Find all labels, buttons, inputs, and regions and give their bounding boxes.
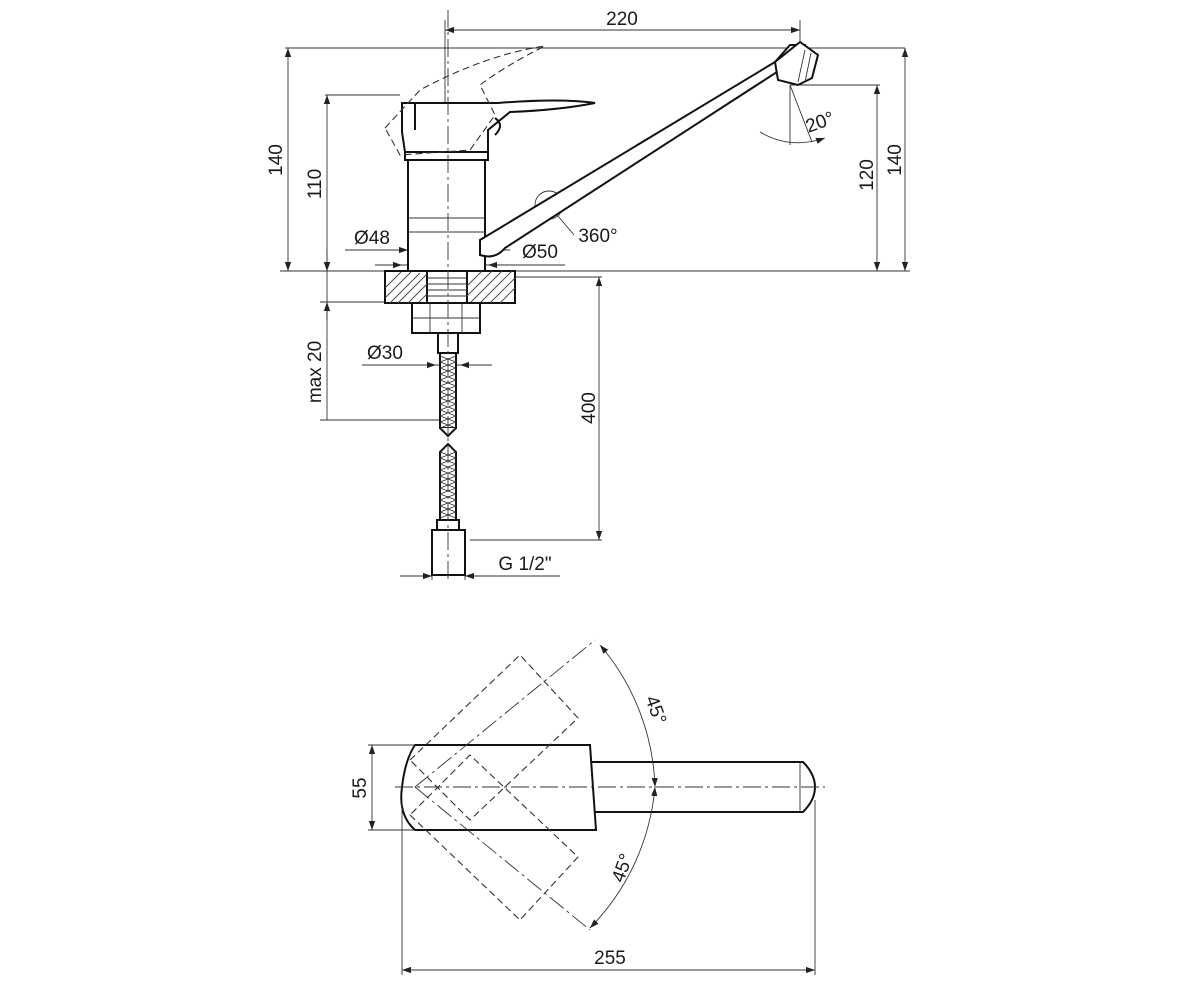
aerator-tilt-callout: 20° xyxy=(759,84,837,145)
dim-top-width: 55 xyxy=(350,745,376,830)
dim-hose-length: 400 xyxy=(579,277,603,540)
dim-top-width-label: 55 xyxy=(350,777,371,798)
dim-top-length-label: 255 xyxy=(594,948,626,969)
dim-shank-diameter-label: Ø30 xyxy=(367,343,403,364)
dim-base-diameter-label: Ø50 xyxy=(522,242,558,263)
spout xyxy=(479,44,807,258)
dim-outlet-height: 120 xyxy=(857,85,881,271)
top-view: 45° 45° 55 255 xyxy=(350,639,825,975)
aerator-tilt-label: 20° xyxy=(803,108,837,138)
dim-connection-thread: G 1/2" xyxy=(400,540,560,580)
dim-body-height-label: 110 xyxy=(305,169,326,199)
dim-lever-angle-upper-label: 45° xyxy=(640,693,670,727)
dim-deck-thickness-label: max 20 xyxy=(305,341,326,403)
hose-connector xyxy=(431,529,466,576)
dim-outlet-height-label: 120 xyxy=(857,159,878,191)
faucet-body xyxy=(407,157,486,273)
spout-rotation-label: 360° xyxy=(578,226,617,247)
handle-rotated-positions xyxy=(409,654,579,921)
dim-deck-thickness: max 20 xyxy=(305,250,331,420)
dim-total-height-left: 140 xyxy=(266,48,292,271)
dim-total-height-left-label: 140 xyxy=(266,144,287,176)
dim-connection-thread-label: G 1/2" xyxy=(498,554,551,575)
dim-hose-length-label: 400 xyxy=(579,392,600,424)
dim-top-length: 255 xyxy=(402,948,815,974)
dim-spout-reach-label: 220 xyxy=(606,9,638,30)
dim-spout-reach: 220 xyxy=(445,9,800,34)
side-view: 220 140 110 120 140 max 20 xyxy=(266,9,910,580)
dim-total-height-right: 140 xyxy=(885,48,909,271)
base-nut xyxy=(384,270,516,304)
dim-total-height-right-label: 140 xyxy=(885,144,906,176)
dim-shank-diameter: Ø30 xyxy=(362,343,492,369)
handle-top xyxy=(400,744,598,831)
dim-body-diameter-label: Ø48 xyxy=(354,228,390,249)
lever-handle xyxy=(401,99,596,153)
dim-lever-angle-lower-label: 45° xyxy=(608,851,638,885)
dim-body-height: 110 xyxy=(305,95,331,271)
aerator xyxy=(773,40,820,87)
